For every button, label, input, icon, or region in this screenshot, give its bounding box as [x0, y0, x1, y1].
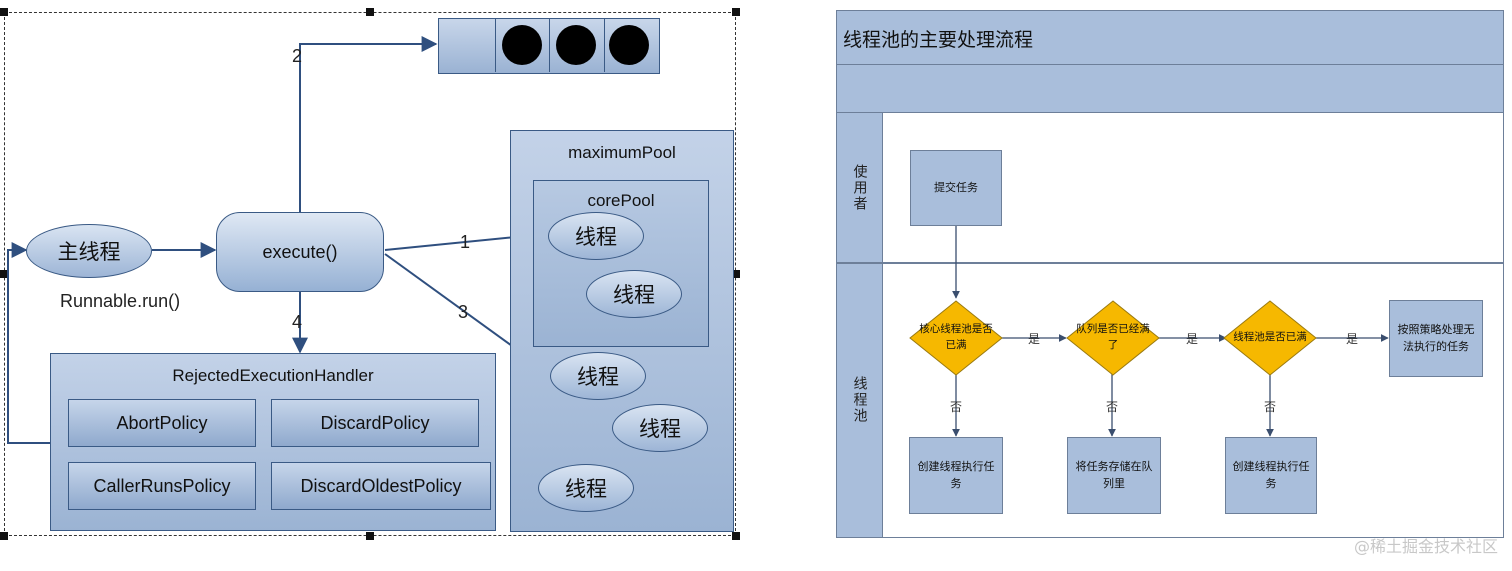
max-thread-3: 线程: [538, 464, 634, 512]
flow-connectors: [909, 226, 1389, 437]
action-create-thread: 创建线程执行任务: [1225, 437, 1317, 514]
yes-label-2: 是: [1186, 332, 1199, 346]
action-reject-policy: 按照策略处理无法执行的任务: [1389, 300, 1483, 377]
resize-handle[interactable]: [732, 8, 740, 16]
runnable-run-label: Runnable.run(): [60, 291, 181, 311]
no-label-2: 否: [1106, 400, 1119, 414]
core-thread-1: 线程: [548, 212, 644, 260]
no-label-1: 否: [950, 400, 963, 414]
diagram-title-bar: 线程池的主要处理流程: [837, 11, 1503, 65]
queue-slot-empty: [439, 19, 496, 72]
lane-pool-text: 线程池: [851, 376, 868, 424]
lane-user-text: 使用者: [851, 164, 868, 212]
discard-oldest-policy: DiscardOldestPolicy: [271, 462, 491, 510]
decision-core-text: 核心线程池是否已满: [919, 323, 993, 351]
queued-task-dot: [502, 25, 542, 65]
maximum-pool-title: maximumPool: [568, 143, 676, 162]
lane-divider: [837, 262, 1503, 264]
main-thread-node: 主线程: [26, 224, 152, 278]
action-create-core-thread: 创建线程执行任务: [909, 437, 1003, 514]
execute-node: execute(): [216, 212, 384, 292]
step-label-1: 1: [460, 232, 471, 252]
resize-handle[interactable]: [366, 532, 374, 540]
decision-queue-text: 队列是否已经满了: [1076, 323, 1150, 351]
queued-task-dot: [556, 25, 596, 65]
caller-runs-policy: CallerRunsPolicy: [68, 462, 256, 510]
lane-pool-label: 线程池: [837, 263, 883, 537]
decision-diamond-max: [1223, 300, 1317, 376]
no-label-3: 否: [1264, 400, 1277, 414]
action-enqueue-task: 将任务存储在队列里: [1067, 437, 1161, 514]
handler-title: RejectedExecutionHandler: [172, 366, 374, 385]
step-label-3: 3: [458, 302, 469, 322]
resize-handle[interactable]: [366, 8, 374, 16]
resize-handle[interactable]: [0, 532, 8, 540]
submit-task-box: 提交任务: [910, 150, 1002, 226]
decision-diamond-queue: [1066, 300, 1160, 376]
abort-policy: AbortPolicy: [68, 399, 256, 447]
task-queue: [438, 18, 660, 74]
resize-handle[interactable]: [0, 8, 8, 16]
lane-user-label: 使用者: [837, 113, 883, 263]
resize-handle[interactable]: [732, 270, 740, 278]
core-pool-title: corePool: [587, 191, 655, 210]
max-thread-1: 线程: [550, 352, 646, 400]
diagram-header-band: [837, 65, 1503, 113]
decision-diamond-core: [909, 300, 1003, 376]
yes-label-1: 是: [1028, 332, 1041, 346]
yes-label-3: 是: [1346, 332, 1359, 346]
discard-policy: DiscardPolicy: [271, 399, 479, 447]
core-pool: corePool: [533, 180, 709, 347]
max-thread-2: 线程: [612, 404, 708, 452]
core-thread-2: 线程: [586, 270, 682, 318]
step-label-4: 4: [292, 312, 303, 332]
diagram-title: 线程池的主要处理流程: [843, 29, 1034, 51]
queue-slot: [496, 19, 550, 72]
step-label-2: 2: [292, 46, 303, 66]
resize-handle[interactable]: [0, 270, 8, 278]
queue-slot: [550, 19, 605, 72]
decision-max-text: 线程池是否已满: [1233, 331, 1307, 344]
queued-task-dot: [609, 25, 649, 65]
watermark: @稀土掘金技术社区: [1353, 537, 1498, 556]
resize-handle[interactable]: [732, 532, 740, 540]
